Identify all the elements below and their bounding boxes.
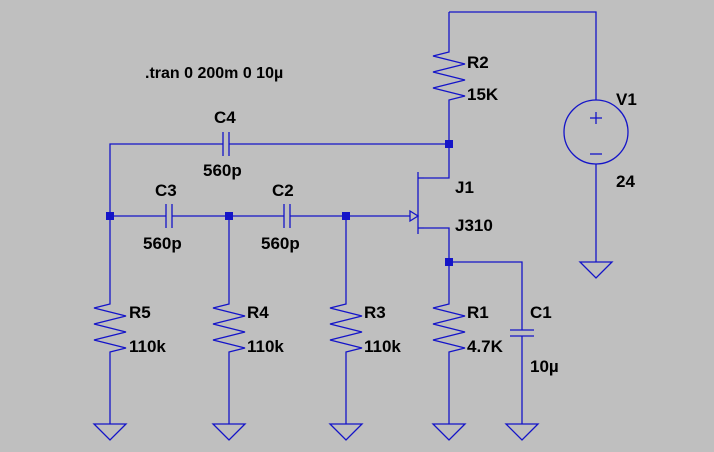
c1-value[interactable]: 10µ bbox=[530, 357, 559, 376]
spice-directive[interactable]: .tran 0 200m 0 10µ bbox=[145, 65, 283, 82]
ground-icon bbox=[431, 423, 467, 441]
junction-node-r3 bbox=[342, 212, 350, 220]
wire-top-loop[interactable] bbox=[449, 11, 597, 100]
c4-value[interactable]: 560p bbox=[203, 161, 242, 180]
r5-name: R5 bbox=[129, 303, 151, 322]
junction-node-r4 bbox=[225, 212, 233, 220]
capacitor-c4-icon[interactable] bbox=[222, 132, 230, 156]
capacitor-c2-icon[interactable] bbox=[283, 204, 291, 228]
resistor-r4-icon[interactable] bbox=[212, 296, 246, 360]
wire-source-to-c1[interactable] bbox=[449, 261, 523, 330]
wires[interactable] bbox=[109, 11, 597, 424]
r1-name: R1 bbox=[467, 303, 489, 322]
voltage-source-v1-icon[interactable] bbox=[563, 99, 629, 165]
ground-icon bbox=[504, 423, 540, 441]
resistor-r1-icon[interactable] bbox=[432, 296, 466, 360]
resistor-r2-icon[interactable] bbox=[432, 44, 466, 108]
ground-icon bbox=[211, 423, 247, 441]
c2-value[interactable]: 560p bbox=[261, 234, 300, 253]
capacitor-c1-icon[interactable] bbox=[510, 329, 534, 337]
resistor-r3-icon[interactable] bbox=[329, 296, 363, 360]
c4-name: C4 bbox=[214, 108, 236, 127]
ground-icon bbox=[578, 261, 614, 279]
junction-node-drain bbox=[445, 140, 453, 148]
r4-value[interactable]: 110k bbox=[247, 337, 284, 356]
wire-c4-left[interactable] bbox=[109, 143, 223, 216]
r4-name: R4 bbox=[247, 303, 269, 322]
r3-name: R3 bbox=[364, 303, 386, 322]
resistor-r5-icon[interactable] bbox=[93, 296, 127, 360]
r3-value[interactable]: 110k bbox=[364, 337, 401, 356]
wire-source[interactable] bbox=[424, 227, 450, 262]
r2-value[interactable]: 15K bbox=[467, 85, 499, 104]
r2-name: R2 bbox=[467, 53, 489, 72]
wire-drain-node-to-drain[interactable] bbox=[424, 144, 450, 179]
j1-name: J1 bbox=[455, 178, 474, 197]
r5-value[interactable]: 110k bbox=[129, 337, 166, 356]
capacitor-c3-icon[interactable] bbox=[165, 204, 173, 228]
r1-value[interactable]: 4.7K bbox=[467, 337, 504, 356]
v1-value[interactable]: 24 bbox=[616, 172, 635, 191]
c3-value[interactable]: 560p bbox=[143, 234, 182, 253]
jfet-j1-icon[interactable] bbox=[409, 172, 424, 234]
junction-node-r5 bbox=[106, 212, 114, 220]
c3-name: C3 bbox=[155, 181, 177, 200]
junction-node-source bbox=[445, 258, 453, 266]
c2-name: C2 bbox=[272, 181, 294, 200]
ground-icon bbox=[92, 423, 128, 441]
junction-nodes bbox=[106, 140, 453, 266]
ground-icon bbox=[328, 423, 364, 441]
v1-name: V1 bbox=[616, 90, 637, 109]
j1-model[interactable]: J310 bbox=[455, 216, 493, 235]
c1-name: C1 bbox=[530, 303, 552, 322]
